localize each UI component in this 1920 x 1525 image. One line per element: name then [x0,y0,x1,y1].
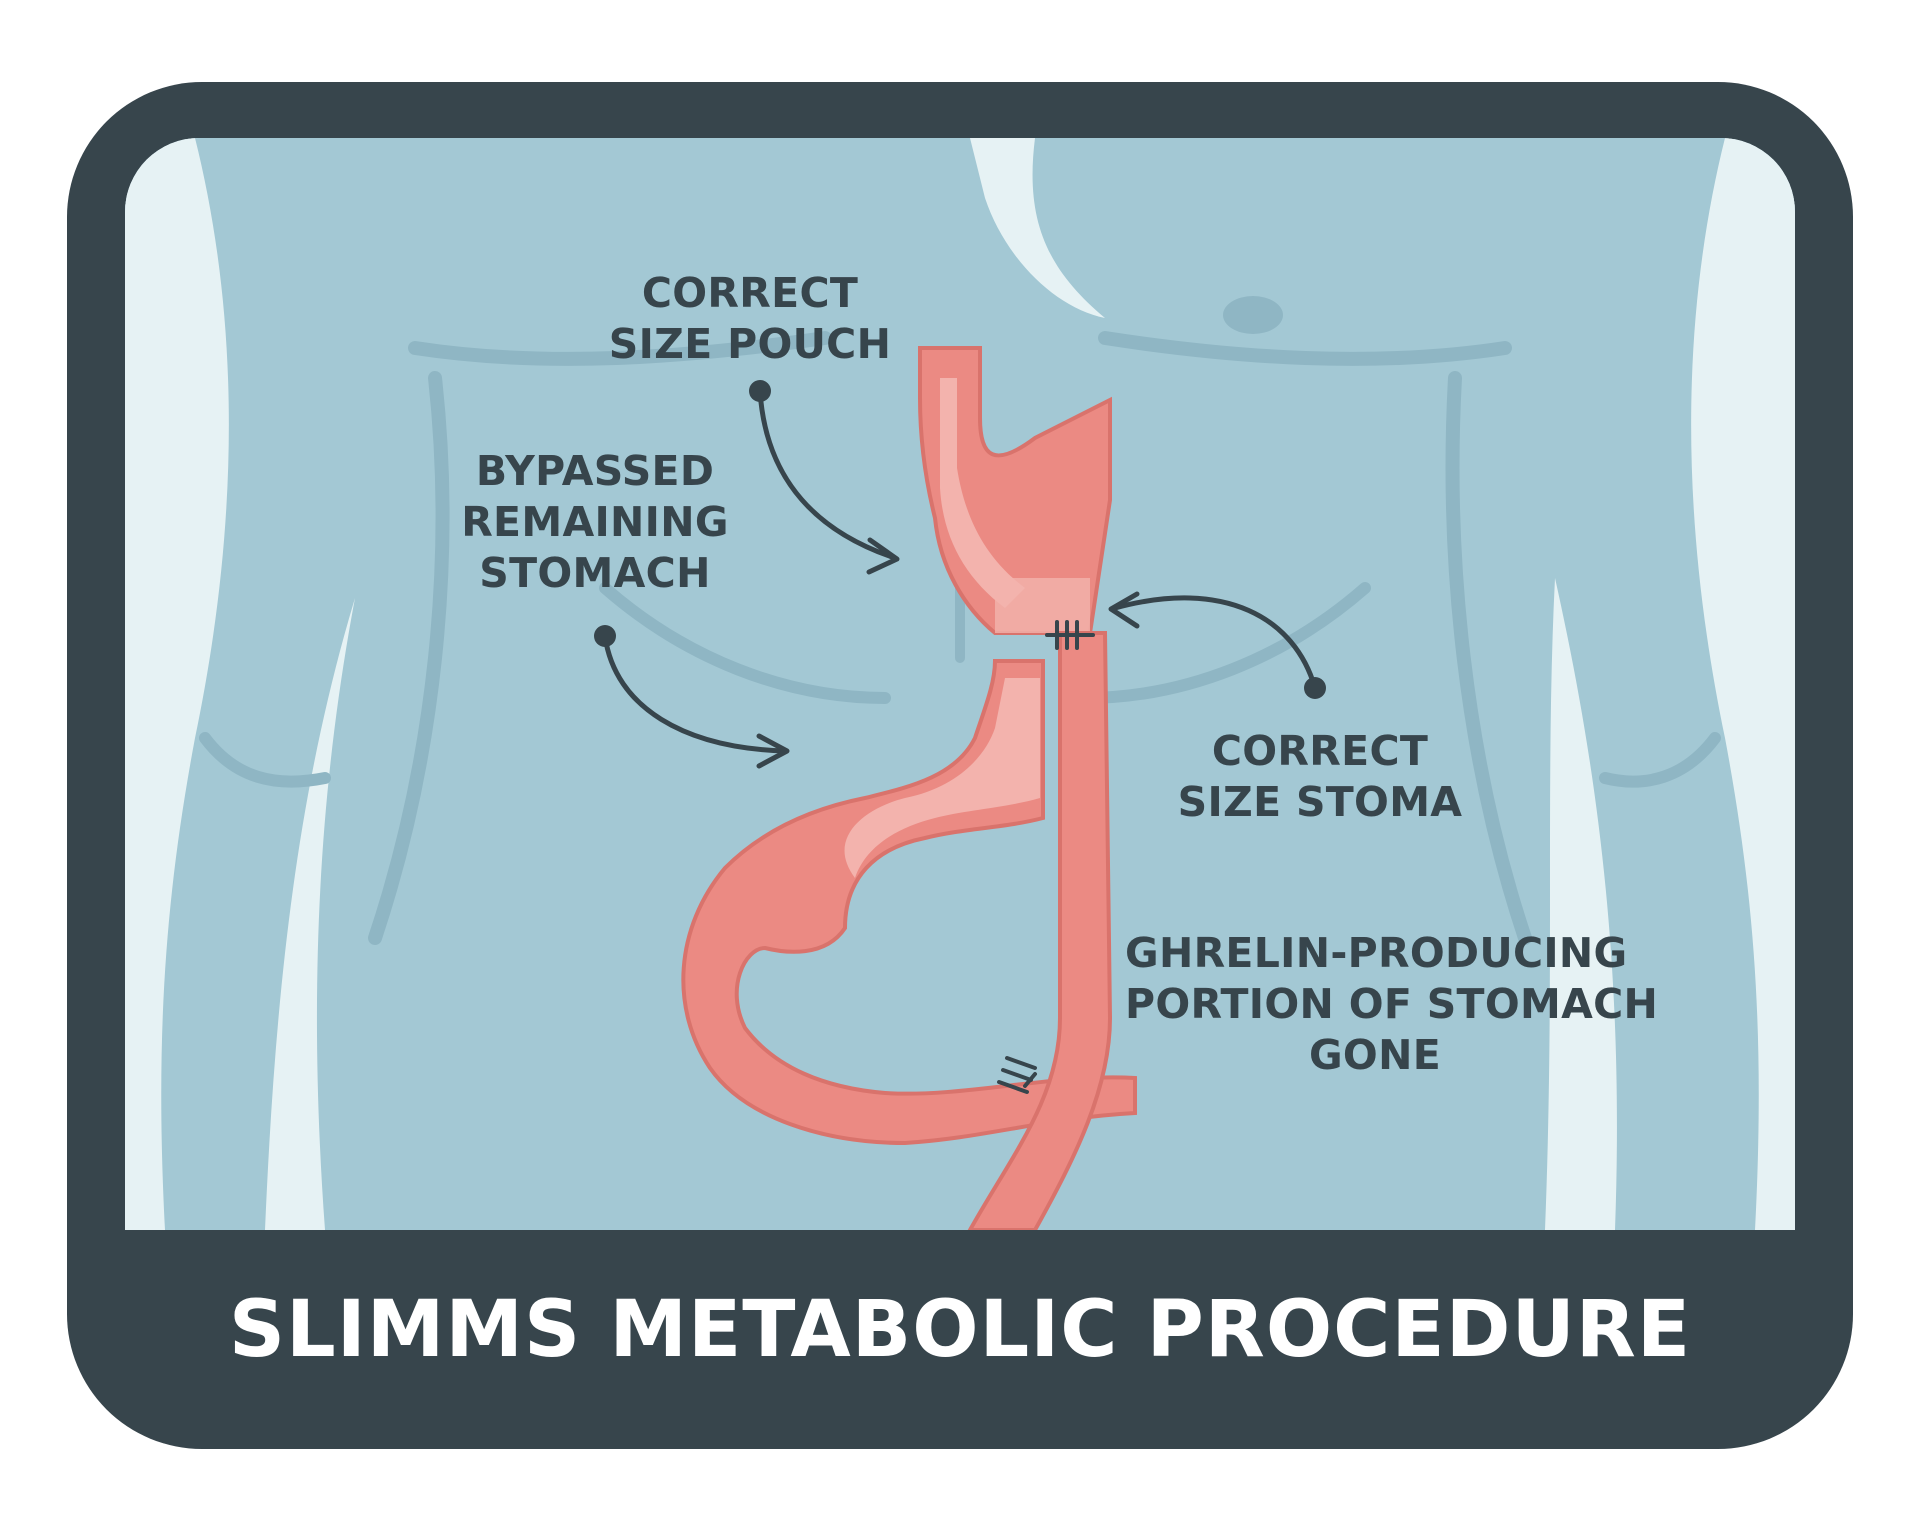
label-ghrelin-portion-gone: GHRELIN-PRODUCING PORTION OF STOMACH GON… [1125,928,1659,1081]
label-line: STOMACH [479,549,711,597]
arrow-stoma-dot [1304,677,1326,699]
nipple-right [1223,296,1283,334]
arrow-stoma [1108,591,1318,691]
arrow-pouch-dot [749,380,771,402]
pouch-highlight [940,378,1025,608]
label-bypassed-remaining-stomach: BYPASSED REMAINING STOMACH [445,446,745,599]
staples-stoma [1045,620,1095,650]
intestine [967,631,1113,1230]
chest-line-right [1098,331,1512,366]
label-line: PORTION OF STOMACH [1125,980,1659,1028]
pouch-lower [995,578,1090,633]
torso-silhouette [125,138,1795,1230]
arrow-bypassed-dot [594,625,616,647]
label-line: CORRECT [641,269,859,317]
label-line: BYPASSED [475,447,715,495]
arrow-bypassed [602,633,790,769]
label-line: SIZE POUCH [608,320,892,368]
chest-line-left [408,331,832,366]
label-line: CORRECT [1211,727,1429,775]
rib-line-right [1079,582,1371,704]
diagram-panel: CORRECT SIZE POUCH BYPASSED REMAINING ST… [125,138,1795,1230]
label-line: GONE [1308,1031,1442,1079]
label-line: GHRELIN-PRODUCING [1125,929,1628,977]
rib-line-left [599,582,891,704]
staples-intestine [997,1056,1037,1094]
right-waist-highlight [1545,578,1617,1230]
torso-line-left [368,371,450,945]
label-line: REMAINING [461,498,729,546]
label-correct-size-stoma: CORRECT SIZE STOMA [1155,726,1485,828]
bypassed-stomach-highlight [844,678,1040,878]
page-title: SLIMMS METABOLIC PROCEDURE [228,1285,1692,1375]
arrow-pouch [757,388,900,575]
hip-line-right [1599,732,1721,788]
hip-line-left [199,732,331,788]
right-side-highlight [1691,138,1795,1230]
neck-highlight [970,138,1105,318]
torso-line-right [1445,371,1532,945]
label-line: SIZE STOMA [1177,778,1463,826]
label-correct-size-pouch: CORRECT SIZE POUCH [600,268,900,370]
left-side-highlight [125,138,229,1230]
diagram-illustration [125,138,1795,1230]
left-waist-highlight [265,598,355,1230]
